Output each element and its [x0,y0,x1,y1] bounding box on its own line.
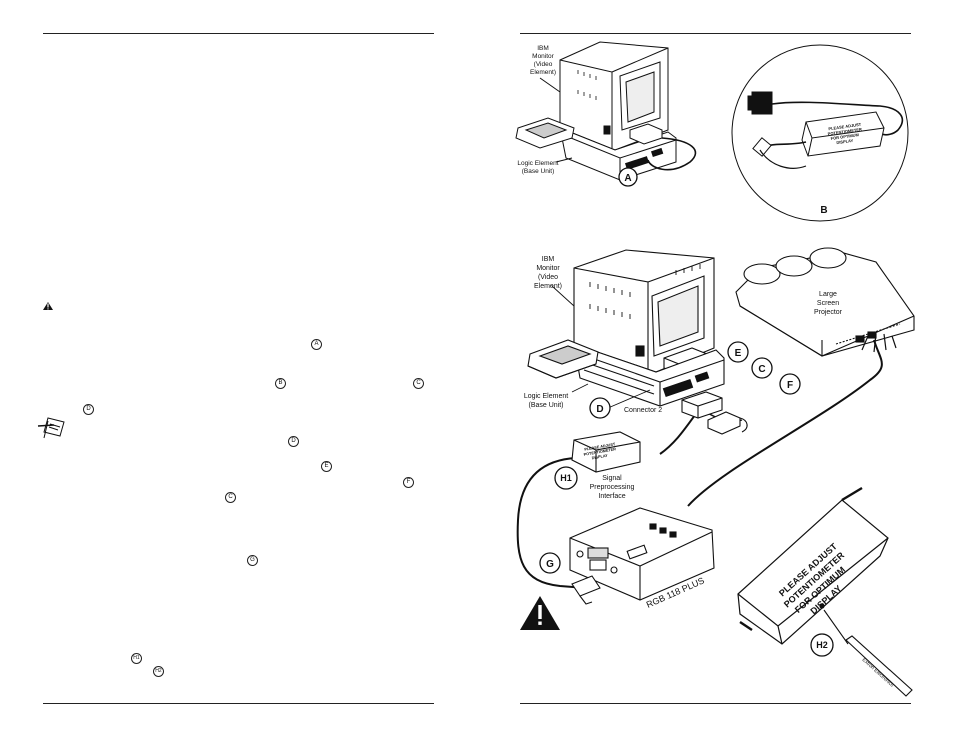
logic-label-line: Logic Element [517,160,558,167]
logic-label-line: (Base Unit) [528,402,563,409]
svg-text:DISPLAY: DISPLAY [592,454,609,461]
logic-label-line: (Base Unit) [522,168,555,175]
main-plug-g [571,575,601,605]
projector-label-line: Projector [814,309,843,316]
left-page-top-rule [43,33,434,34]
ref-marker-h1: H1 [131,653,142,664]
interface-label-line: Preprocessing [590,484,635,491]
monitor-label-line: IBM [537,45,549,52]
interface-label-line: Signal [602,475,622,482]
screwdriver: Extron Electronics [823,609,913,697]
main-markers [539,341,834,657]
box-text-line: PLEASE ADJUST [828,122,862,132]
main-base-unit [573,343,725,407]
marker-g-text: G [546,559,554,570]
svg-text:POTENTIOMETER: POTENTIOMETER [583,447,616,457]
main-closeup-box [737,486,889,645]
marker-b-text: B [820,205,827,216]
marker-f-text: F [787,380,793,391]
marker-a-text: A [624,173,631,184]
ref-marker-e: E [321,461,332,472]
main-keyboard [527,339,599,379]
main-warning-icon [520,596,560,630]
ref-marker-f: F [403,477,414,488]
projector-label-line: Screen [817,300,839,307]
diagram-a-labels: IBM Monitor (Video Element) Logic Elemen… [517,45,558,175]
left-page-bottom-rule [43,703,434,704]
ref-marker-h2: H2 [153,666,164,677]
interface-label-line: Interface [598,493,625,500]
marker-d-text: D [596,404,603,415]
main-connector-f [707,411,748,435]
box-text-line: FOR OPTIMUM [830,132,860,141]
logic-label-line: Logic Element [524,393,568,400]
right-page-bottom-rule [520,703,911,704]
main-leaders [551,285,651,409]
monitor-label-line: IBM [542,256,555,263]
connector-label: Connector 2 [624,407,662,414]
ref-marker-d: D [288,436,299,447]
right-page-top-rule [520,33,911,34]
ref-marker-d: D [83,404,94,415]
diagram-b-box-text: PLEASE ADJUST POTENTIOMETER FOR OPTIMUM … [827,122,862,146]
monitor-label-line: Monitor [536,265,560,272]
box-text-line: DISPLAY [836,138,854,145]
ref-marker-b: B [275,378,286,389]
box-text-line: POTENTIOMETER [827,127,862,137]
monitor-label-line: Element) [530,69,556,76]
marker-h1-text: H1 [560,473,572,483]
svg-text:PLEASE ADJUST: PLEASE ADJUST [584,442,616,451]
monitor-label-line: Monitor [532,53,555,60]
main-marker-texts: E C F D H1 G H2 [546,348,828,650]
main-adapter-c [681,391,723,419]
monitor-label-line: (Video [534,61,553,68]
marker-h2-text: H2 [816,640,828,650]
monitor-label-line: Element) [534,283,562,290]
ref-marker-a: A [311,339,322,350]
main-rgb-device [569,507,715,601]
diagram-a [515,41,697,181]
main-monitor [573,249,715,377]
projector-label-line: Large [819,291,837,298]
main-projector [735,247,915,357]
monitor-label-line: (Video [538,274,558,281]
marker-a: A [618,167,638,187]
ref-marker-c: C [225,492,236,503]
marker-e-text: E [735,348,742,359]
ref-marker-g: G [247,555,258,566]
ref-marker-c: C [413,378,424,389]
diagram-b [731,44,909,222]
main-interface-box: PLEASE ADJUST POTENTIOMETER DISPLAY [571,431,641,473]
marker-c-text: C [758,364,765,375]
